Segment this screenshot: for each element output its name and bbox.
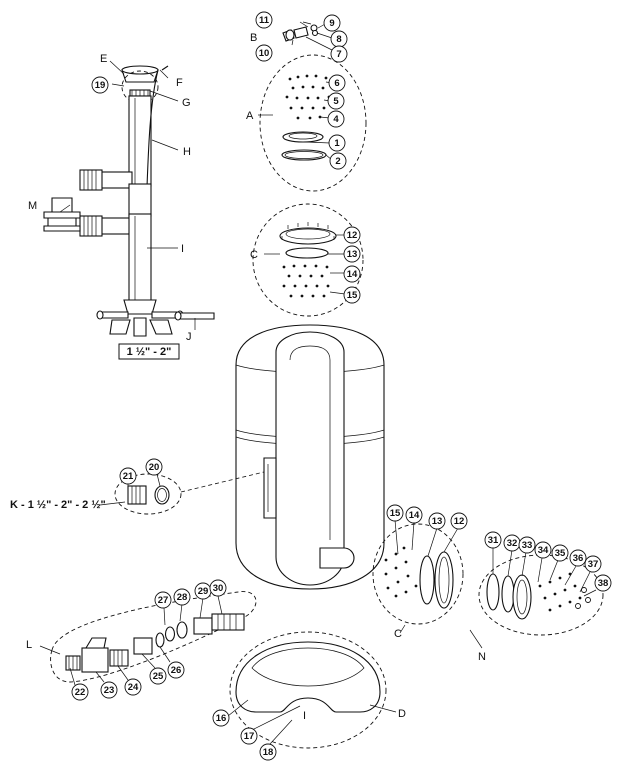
callout-16: 16 [216, 713, 227, 724]
callout-9: 9 [329, 18, 334, 29]
callout-25: 25 [153, 671, 164, 682]
callout-22: 22 [75, 687, 86, 698]
group-l-outline [50, 591, 257, 683]
callout-21: 21 [123, 471, 134, 482]
callout-2: 2 [335, 156, 340, 167]
group-c-lower-outline [372, 523, 464, 625]
callout-26: 26 [171, 665, 182, 676]
group-d-outline [229, 631, 387, 749]
size-label: 1 ½" - 2" [127, 346, 172, 358]
size-label-box [118, 343, 180, 360]
group-n-outline [478, 554, 604, 636]
leader-lines [39, 21, 597, 745]
filter-tank [235, 324, 385, 590]
callout-13-upper: 13 [347, 249, 358, 260]
callout-15-upper: 15 [347, 290, 358, 301]
callout-5: 5 [333, 96, 339, 107]
callout-31: 31 [488, 535, 499, 546]
callout-10: 10 [259, 48, 270, 59]
group-c-lower-parts [384, 546, 454, 609]
callout-37: 37 [588, 559, 599, 570]
label-L: L [26, 639, 32, 651]
label-B: B [250, 32, 257, 44]
callout-24: 24 [128, 682, 139, 693]
group-b-assembly [282, 21, 319, 42]
label-G: G [182, 97, 191, 109]
callout-34: 34 [538, 545, 549, 556]
callout-11: 11 [259, 15, 270, 26]
callout-6: 6 [334, 78, 339, 89]
callout-12-upper: 12 [347, 230, 358, 241]
label-D: D [398, 708, 406, 720]
callouts: 11 9 8 10 7 6 5 4 1 2 12 13 14 15 19 21 … [71, 11, 612, 761]
callout-19: 19 [95, 80, 106, 91]
group-d-base [235, 641, 381, 713]
callout-28: 28 [177, 592, 188, 603]
label-A: A [246, 110, 254, 122]
label-E: E [100, 53, 107, 65]
callout-36: 36 [573, 553, 584, 564]
callout-30: 30 [213, 583, 224, 594]
label-I-base: I [303, 710, 306, 722]
callout-13-lower: 13 [432, 516, 443, 527]
callout-14-lower: 14 [409, 510, 420, 521]
callout-38: 38 [598, 578, 609, 589]
label-J: J [186, 331, 192, 343]
callout-35: 35 [555, 548, 566, 559]
callout-15-lower: 15 [390, 508, 401, 519]
label-I-pipe: I [181, 243, 184, 255]
letter-labels: B A C E F G H I J M L C N D I 1 ½" - 2" … [10, 32, 486, 722]
callout-32: 32 [507, 538, 518, 549]
label-N: N [478, 651, 486, 663]
label-C-lower: C [394, 628, 402, 640]
callout-8: 8 [336, 34, 341, 45]
group-c-upper-parts [279, 222, 337, 298]
callout-20: 20 [149, 462, 160, 473]
label-M: M [28, 200, 37, 212]
pipe-assembly [43, 65, 215, 337]
callout-7: 7 [336, 49, 341, 60]
callout-14-upper: 14 [347, 269, 358, 280]
label-C-upper: C [250, 249, 258, 261]
callout-27: 27 [158, 595, 169, 606]
k-size-label: K - 1 ½" - 2" - 2 ½" [10, 499, 106, 511]
group-c-upper-outline [252, 203, 364, 317]
callout-17: 17 [244, 731, 255, 742]
k-connector-line [180, 471, 265, 493]
callout-29: 29 [198, 586, 209, 597]
label-H: H [183, 146, 191, 158]
callout-18: 18 [263, 747, 274, 758]
group-k-parts [127, 485, 170, 505]
group-l-parts [65, 613, 245, 673]
group-a-outline [259, 54, 367, 192]
callout-4: 4 [333, 114, 339, 125]
callout-33: 33 [522, 540, 533, 551]
group-k-outline [114, 473, 182, 515]
label-F: F [176, 77, 183, 89]
callout-1: 1 [334, 138, 340, 149]
callout-12-lower: 12 [454, 516, 465, 527]
callout-23: 23 [104, 685, 115, 696]
